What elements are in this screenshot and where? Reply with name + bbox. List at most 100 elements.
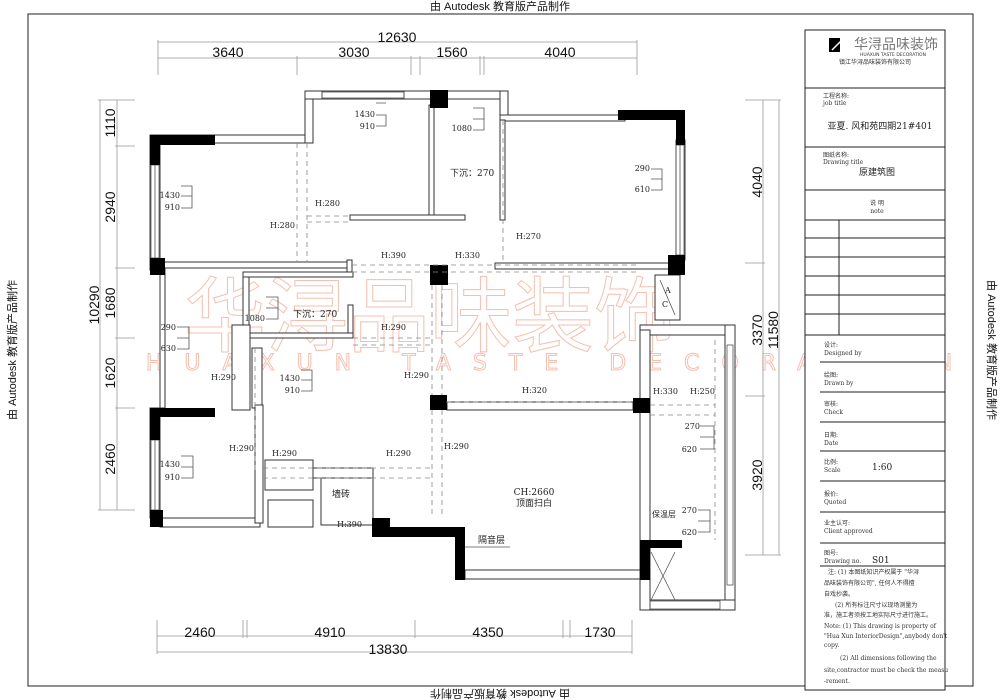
dim-top-4: 4040 — [544, 44, 575, 60]
title-row-client: 业主认可: Client approved — [824, 519, 873, 535]
beam-height-label: H:290 — [229, 444, 254, 453]
window-height-label: 270 — [685, 422, 700, 431]
dim-top-2: 3030 — [338, 44, 369, 60]
dim-right-1: 4040 — [749, 166, 765, 197]
note-en: note — [870, 208, 884, 215]
dim-top-total: 12630 — [378, 29, 417, 45]
beam-height-label: H:270 — [516, 232, 541, 241]
window-height-label: 1430 — [355, 110, 375, 119]
note-cn: 说 明 — [870, 199, 884, 207]
edu-stamp-right: 由 Autodesk 教育版产品制作 — [985, 280, 999, 420]
dim-left-4: 1620 — [102, 357, 118, 388]
window-height-label: 1430 — [160, 191, 180, 200]
row-label-en: Drawn by — [824, 380, 854, 387]
ceiling-note-label: 顶面扫白 — [516, 497, 552, 509]
beam-height-label: H:250 — [690, 387, 715, 396]
sunken-floor-label: 下沉：270 — [293, 309, 337, 320]
note-line: -rement. — [824, 678, 850, 685]
beam-height-label: H:290 — [272, 449, 297, 458]
title-row-drawn: 绘图: Drawn by — [824, 371, 854, 387]
title-row-drawing-no: 图号: Drawing no. S01 — [824, 550, 890, 566]
title-row-check: 审核: Check — [824, 400, 843, 416]
note-line: (2) 所有标注尺寸以现场测量为 — [835, 601, 917, 609]
window-width-label: 910 — [360, 122, 375, 131]
beam-height-label: H:320 — [522, 386, 547, 395]
window-width-label: 620 — [682, 528, 697, 537]
edu-stamp-left: 由 Autodesk 教育版产品制作 — [5, 280, 19, 420]
window-height-label: 290 — [161, 323, 176, 332]
dim-right-3: 3920 — [749, 459, 765, 490]
dim-top-3: 1560 — [436, 44, 467, 60]
beam-height-label: H:390 — [337, 520, 362, 529]
row-label-cn: 审核: — [824, 400, 838, 408]
beam-height-label: H:390 — [381, 251, 406, 260]
plan-labels: 1430 910 1430 910 1080 下沉：270 290 610 H:… — [160, 102, 715, 548]
structural-columns — [150, 90, 685, 580]
sunken-floor-label: 下沉：270 — [450, 168, 494, 179]
beam-lines — [254, 120, 716, 540]
dim-left-5: 2460 — [102, 443, 118, 474]
row-label-cn: 比例: — [824, 458, 838, 466]
edu-stamp-bottom: 由 Autodesk 教育版产品制作 — [430, 687, 570, 700]
title-row-quoted: 报价: Quoted — [824, 490, 846, 506]
drawing-title-value: 原建筑图 — [859, 166, 895, 178]
row-label-en: Date — [824, 440, 839, 447]
window-width-label: 610 — [635, 185, 650, 194]
row-label-cn: 日期: — [824, 431, 838, 439]
note-line: copy. — [824, 642, 839, 649]
row-label-en: Client approved — [824, 528, 873, 535]
beam-height-label: H:290 — [381, 323, 406, 332]
window-width-label: 630 — [161, 344, 176, 353]
beam-height-label: H:290 — [404, 371, 429, 380]
company-name: 镇江华浔品味装饰有限公司 — [839, 58, 911, 66]
dim-left-2: 2940 — [102, 191, 118, 222]
row-label-en: Check — [824, 409, 843, 416]
note-line: (2) All dimensions following the — [840, 655, 937, 662]
dim-left-total: 10290 — [86, 285, 102, 324]
dim-bottom-1: 2460 — [184, 624, 215, 640]
row-label-en: Scale — [824, 467, 841, 474]
drawing-number-value: S01 — [872, 556, 890, 566]
row-label-en: Designed by — [824, 350, 862, 357]
window-height-label: 1080 — [245, 314, 265, 323]
left-dimensions: 1110 2940 1680 1620 2460 10290 — [86, 99, 135, 511]
ac-label: A — [664, 286, 671, 295]
row-label-cn: 设计: — [824, 341, 838, 349]
job-title-en: job title — [822, 100, 847, 107]
job-title-cn: 工程名称: — [823, 92, 849, 100]
logo-tagline: HUAXUN TASTE DECORATION — [860, 52, 926, 58]
sheet-border — [27, 13, 974, 687]
ac-label: C — [662, 300, 668, 309]
note-line: Note: (1) This drawing is property of — [824, 623, 937, 630]
window-height-label: 290 — [635, 164, 650, 173]
beam-height-label: H:290 — [386, 449, 411, 458]
dim-bottom-3: 4350 — [472, 624, 503, 640]
dim-right-2: 3370 — [749, 314, 765, 345]
row-label-en: Drawing no. — [824, 558, 861, 565]
beam-height-label: H:280 — [270, 221, 295, 230]
beam-height-label: H:280 — [315, 199, 340, 208]
top-dimensions: 12630 3640 3030 1560 4040 — [157, 29, 638, 75]
window-height-label: 1080 — [452, 124, 472, 133]
note-line: 自戏抄袭。 — [824, 590, 854, 598]
dim-bottom-total: 13830 — [369, 641, 408, 657]
soundproof-layer-label: 隔音层 — [478, 534, 505, 546]
dim-bottom-4: 1730 — [584, 624, 615, 640]
beam-height-label: H:290 — [444, 442, 469, 451]
note-line: "Hua Xun InteriorDesign",anybody don't — [824, 633, 948, 640]
note-line: 注: (1) 本图纸知识产权属于 "华浔 — [828, 568, 919, 576]
dim-bottom-2: 4910 — [314, 624, 345, 640]
edu-stamp-top: 由 Autodesk 教育版产品制作 — [430, 0, 570, 13]
window-width-label: 910 — [165, 473, 180, 482]
row-label-en: Quoted — [824, 499, 846, 506]
wall-tile-label: 墙砖 — [332, 488, 350, 500]
watermark: 华浔品味装饰 HUAXUN TASTE DECORATION — [145, 270, 952, 377]
title-row-scale: 比例: Scale 1:60 — [824, 458, 892, 474]
title-row-designed: 设计: Designed by — [824, 341, 862, 357]
beam-height-label: H:330 — [455, 251, 480, 260]
scale-value: 1:60 — [872, 463, 892, 473]
right-dimensions: 4040 3370 3920 11580 — [745, 99, 781, 556]
note-line: 品味装饰有限公司", 任何人不得擅 — [824, 579, 915, 587]
drawing-title-cn: 图纸名称: — [823, 151, 849, 159]
